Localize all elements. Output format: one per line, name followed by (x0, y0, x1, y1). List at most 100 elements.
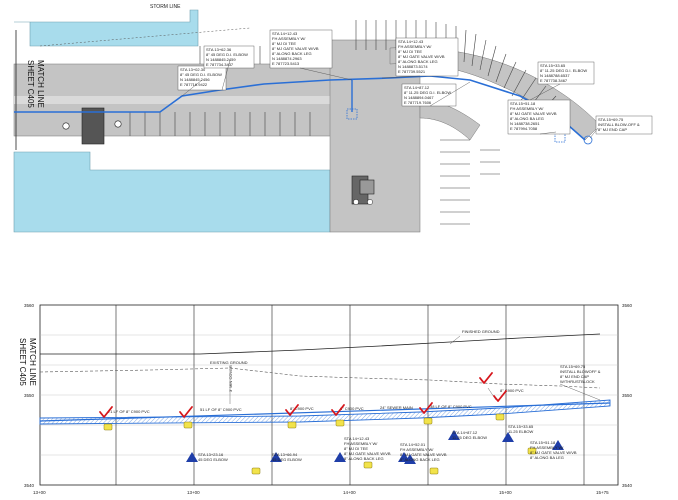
svg-text:STA 13+23.16: STA 13+23.16 (198, 452, 224, 457)
svg-text:45 DEG ELBOW: 45 DEG ELBOW (272, 457, 302, 462)
station-label: 15+00 (499, 490, 512, 495)
svg-text:STA 15+51.18: STA 15+51.18 (510, 101, 536, 106)
svg-text:STA 14+12.43: STA 14+12.43 (344, 436, 370, 441)
hatched-building (81, 107, 105, 145)
triangle-icon (448, 430, 460, 440)
accessible-parking-icon (62, 122, 70, 130)
svg-text:STA 15+51.18: STA 15+51.18 (530, 440, 556, 445)
check-mark-icon (493, 390, 507, 402)
triangle-icon (186, 452, 198, 462)
svg-text:E 787734.3437: E 787734.3437 (206, 62, 234, 67)
profile-callout: STA 14+12.43 FH ASSEMBLY W/ 8" MJ DI TEE… (344, 436, 391, 461)
note-icon (527, 447, 537, 455)
finished-ground-line (40, 333, 601, 355)
plan-callout: STA 14+87.12 8" 11.25 DEG D.I. ELBOW N 1… (401, 83, 457, 107)
water-line (14, 75, 586, 141)
svg-text:8" ALONG BACK LEG: 8" ALONG BACK LEG (272, 51, 312, 56)
plan-view: STORM LINE MATCH LINE SHEET C405 STA 13+… (13, 4, 653, 233)
profile-callout: STA 14+52.01 FH ASSEMBLY W/ 8" MJ GATE V… (400, 442, 447, 462)
svg-text:FH ASSEMBLY W/: FH ASSEMBLY W/ (400, 447, 434, 452)
accessible-parking-icon (353, 199, 359, 205)
elevation-label: 3560 (622, 303, 633, 308)
svg-text:E 787994.7058: E 787994.7058 (510, 126, 538, 131)
svg-text:N 1488873.5174: N 1488873.5174 (398, 64, 428, 69)
svg-text:STA 15+69.75: STA 15+69.75 (560, 364, 586, 369)
svg-text:8" MJ GATE VALVE W/VB: 8" MJ GATE VALVE W/VB (400, 452, 447, 457)
check-mark-icon (331, 404, 345, 416)
station-label: 14+00 (343, 490, 356, 495)
station-label: 13+00 (33, 490, 46, 495)
svg-text:8" 45 DEG D.I. ELBOW: 8" 45 DEG D.I. ELBOW (206, 52, 248, 57)
pipe-centerline (39, 402, 611, 422)
min-cover-note: 3' MIN COVER (228, 365, 233, 392)
svg-text:E 787719.7606: E 787719.7606 (404, 100, 432, 105)
accessible-parking-icon (114, 120, 122, 128)
plan-callout: STA 15+33.65 8" 11.25 DEG D.I. ELBOW N 1… (537, 61, 595, 85)
triangle-icon (404, 454, 416, 464)
note-icon (363, 461, 373, 469)
elevation-label: 3560 (24, 303, 35, 308)
end-of-line-note: STA 15+69.75 INSTALL BLOWOFF & 8" MJ END… (560, 364, 601, 384)
svg-text:8" MJ GATE VALVE W/VB: 8" MJ GATE VALVE W/VB (344, 451, 391, 456)
note-icon (429, 467, 439, 475)
plan-callout: STA 13+62.36 8" 45 DEG D.I. ELBOW N 1488… (203, 45, 255, 69)
station-label: 13+00 (187, 490, 200, 495)
profile-callout: STA 13+66.94 45 DEG ELBOW (272, 452, 302, 462)
check-mark-icon (419, 402, 433, 414)
elevation-label: 3540 (24, 483, 35, 488)
svg-text:STA 14+12.43: STA 14+12.43 (398, 39, 424, 44)
pond-area-left (14, 9, 199, 47)
leader-line (449, 335, 461, 345)
existing-ground-label: EXISTING GROUND (210, 360, 248, 365)
svg-text:11.25 DEG ELBOW: 11.25 DEG ELBOW (452, 435, 487, 440)
svg-text:SHEET C405: SHEET C405 (26, 60, 35, 108)
svg-text:8" ALONG BA LEG: 8" ALONG BA LEG (530, 455, 564, 460)
profile-view: 3560 3550 3540 3560 3550 3540 13+00 13+0… (18, 303, 633, 495)
svg-text:N 1488845.2459: N 1488845.2459 (206, 57, 236, 62)
profile-callout: STA 15+33.65 11.25 ELBOW (508, 424, 534, 434)
svg-text:STA 14+52.01: STA 14+52.01 (400, 442, 426, 447)
svg-text:N 1488894.0467: N 1488894.0467 (404, 95, 434, 100)
pipe-label: 24" SEWER MAIN (380, 405, 413, 410)
pipe-label: 8" C900 PVC (290, 406, 314, 411)
note-icon (495, 413, 505, 421)
svg-text:E 787739.5521: E 787739.5521 (398, 69, 426, 74)
svg-text:8" MJ DI TEE: 8" MJ DI TEE (398, 49, 422, 54)
svg-text:11.25 ELBOW: 11.25 ELBOW (508, 429, 533, 434)
svg-text:8" 11.25 DEG D.I. ELBOW: 8" 11.25 DEG D.I. ELBOW (540, 68, 587, 73)
svg-text:45 DEG ELBOW: 45 DEG ELBOW (198, 457, 228, 462)
accessible-parking-icon (367, 199, 373, 205)
profile-callout: STA 15+51.18 FH ASSEMBLY W/ 8" MJ GATE V… (530, 440, 577, 460)
svg-text:INSTALL BLOW-OFF &: INSTALL BLOW-OFF & (598, 122, 640, 127)
svg-text:8" 11.25 DEG D.I. ELBOW: 8" 11.25 DEG D.I. ELBOW (404, 90, 451, 95)
triangle-markers (186, 430, 564, 464)
storm-line (39, 27, 251, 47)
pond-area-bottom (13, 151, 331, 233)
top-label: STORM LINE (150, 4, 181, 10)
svg-text:STA 13+66.94: STA 13+66.94 (272, 452, 298, 457)
note-icon (335, 419, 345, 427)
svg-text:MATCH LINE: MATCH LINE (28, 338, 37, 386)
svg-text:E 787716.9422: E 787716.9422 (180, 82, 208, 87)
svg-text:E 787723.5413: E 787723.5413 (272, 61, 300, 66)
plan-callout: STA 15+51.18 FH ASSEMBLY W/ 8" MJ GATE V… (507, 99, 571, 135)
pipe-label: 71 LF OF 8" C900 PVC (108, 409, 150, 414)
svg-text:8" MJ GATE VALVE W/VB: 8" MJ GATE VALVE W/VB (398, 54, 445, 59)
svg-text:STA 14+87.12: STA 14+87.12 (452, 430, 478, 435)
blowoff-symbol (583, 135, 593, 145)
svg-text:W/THRUSTBLOCK: W/THRUSTBLOCK (560, 379, 595, 384)
parking-stalls-lower (129, 112, 311, 136)
water-pipe-profile (39, 399, 611, 425)
elevation-label: 3540 (622, 483, 633, 488)
existing-ground-line (39, 367, 601, 389)
finished-ground-label: FINISHED GROUND (462, 329, 500, 334)
svg-text:8" MJ GATE VALVE W/VB: 8" MJ GATE VALVE W/VB (272, 46, 319, 51)
plan-callout: STA 13+02.30 8" 45 DEG D.I. ELBOW N 1488… (177, 65, 227, 91)
fire-hydrant-symbol (346, 108, 358, 120)
check-mark-icon (285, 404, 299, 416)
parking-stalls-right (440, 139, 500, 225)
elevation-label: 3550 (622, 393, 633, 398)
svg-text:FH ASSEMBLY W/: FH ASSEMBLY W/ (272, 36, 306, 41)
svg-text:3' MIN COVER: 3' MIN COVER (228, 365, 233, 392)
svg-text:8" MJ END CAP: 8" MJ END CAP (560, 374, 589, 379)
